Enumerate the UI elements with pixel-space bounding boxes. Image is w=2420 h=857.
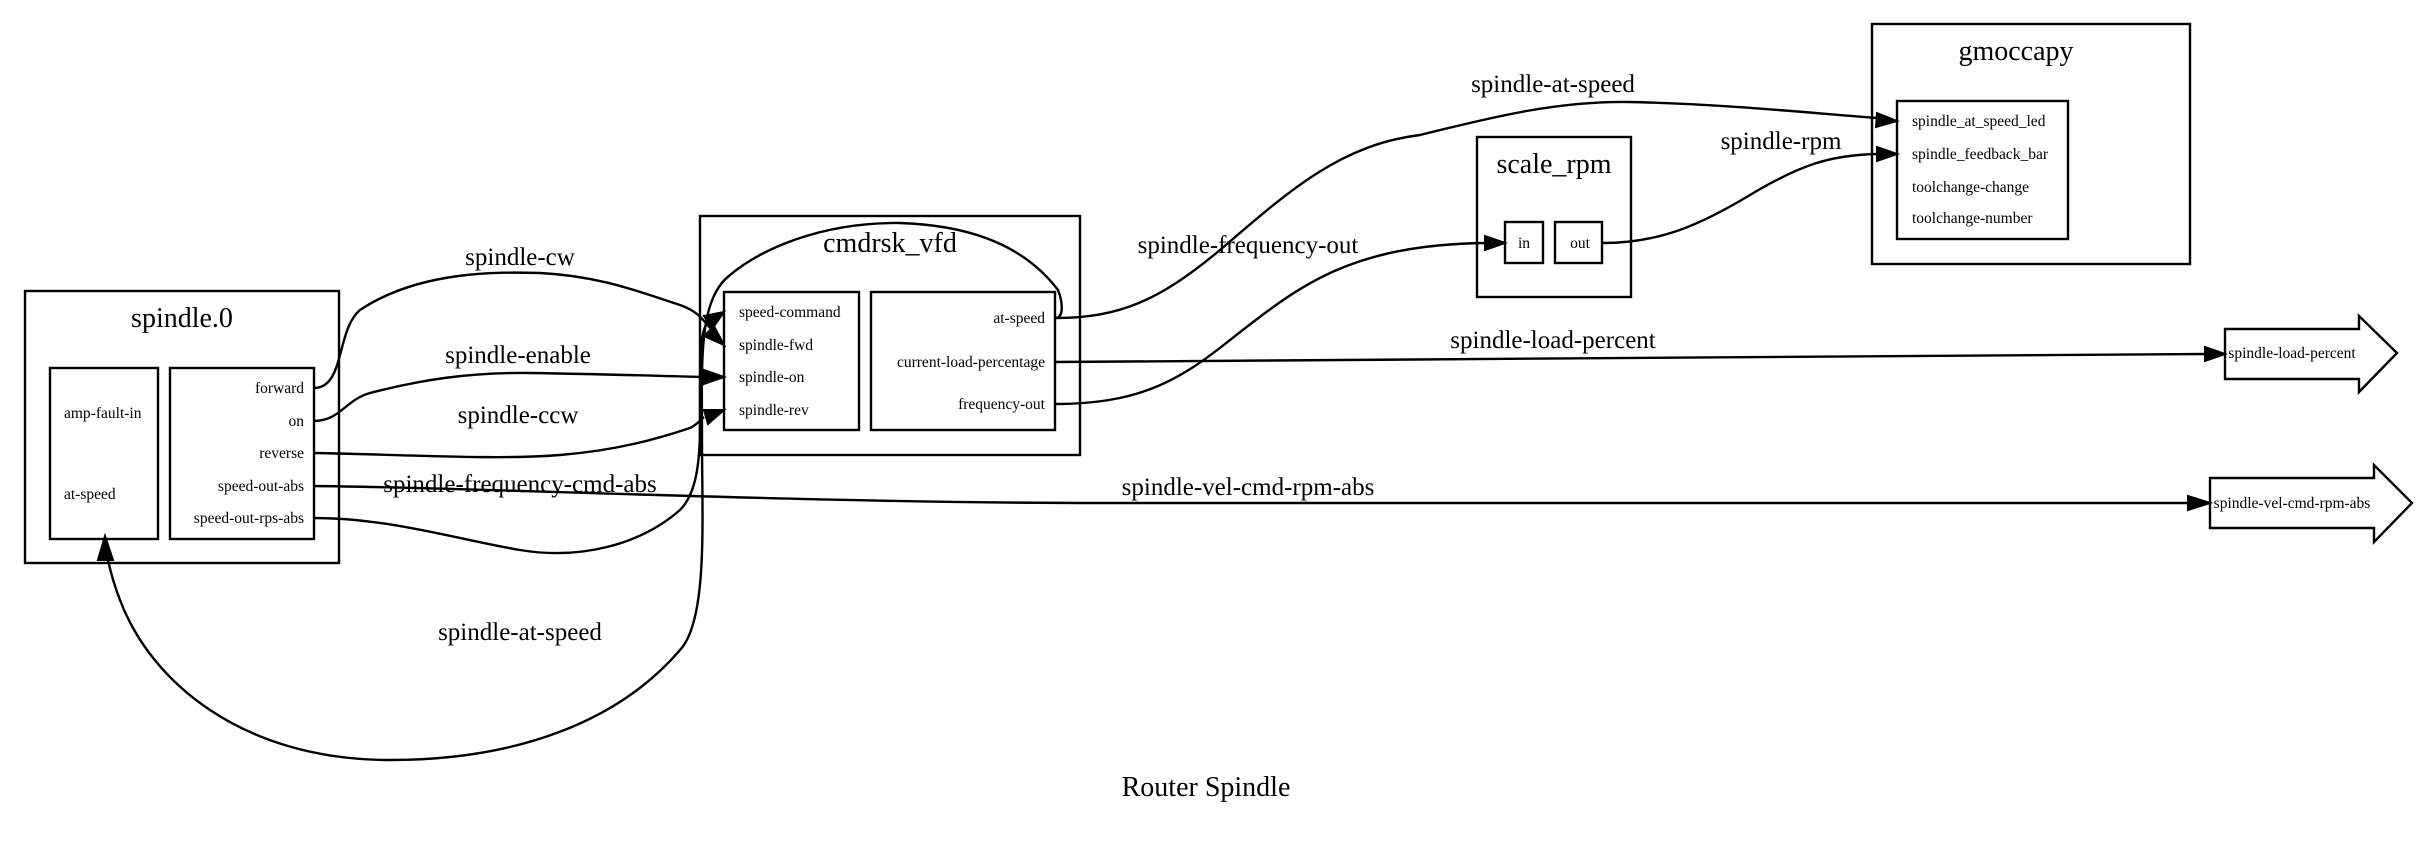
port-spindle-on[interactable]: spindle-on — [739, 369, 805, 386]
port-reverse[interactable]: reverse — [259, 445, 304, 462]
edge-path — [313, 416, 705, 459]
output-arrow-shape — [2208, 462, 2414, 545]
node-box — [1475, 135, 1633, 299]
node-spindle0[interactable]: spindle.0 amp-fault-in at-speed forward … — [23, 289, 341, 565]
edge-path — [313, 371, 705, 423]
node-spindle-vel-cmd-rpm-abs[interactable]: spindle-vel-cmd-rpm-abs — [2208, 462, 2414, 545]
input-ports-box — [1503, 220, 1545, 265]
port-spindle-rev[interactable]: spindle-rev — [739, 402, 809, 419]
port-toolchange-number[interactable]: toolchange-number — [1912, 210, 2033, 227]
output-ports-box — [869, 290, 1057, 432]
node-title: scale_rpm — [1496, 149, 1611, 180]
graph-title: Router Spindle — [1122, 772, 1291, 803]
edge-path — [1601, 152, 1878, 245]
output-ports-box — [168, 366, 316, 541]
arrowhead-icon — [1876, 145, 1901, 163]
port-spindle-feedback-bar[interactable]: spindle_feedback_bar — [1912, 146, 2049, 163]
edge-spindle-cw[interactable]: spindle-cw — [313, 244, 727, 390]
port-current-load-percentage[interactable]: current-load-percentage — [897, 354, 1045, 371]
edge-label: spindle-cw — [465, 244, 575, 271]
output-label: spindle-vel-cmd-rpm-abs — [2214, 495, 2371, 512]
edge-path — [313, 484, 2190, 505]
edge-spindle-rpm[interactable]: spindle-rpm — [1601, 128, 1901, 245]
edge-path — [104, 221, 1063, 762]
arrowhead-icon — [2187, 494, 2214, 512]
edge-label: spindle-load-percent — [1450, 327, 1656, 354]
port-amp-fault-in[interactable]: amp-fault-in — [64, 405, 142, 422]
edge-label: spindle-rpm — [1721, 128, 1842, 155]
input-ports-box — [722, 290, 861, 432]
node-scale-rpm[interactable]: scale_rpm in out — [1475, 135, 1633, 299]
node-spindle-load-percent[interactable]: spindle-load-percent — [2223, 313, 2399, 395]
port-on[interactable]: on — [289, 413, 305, 430]
arrowhead-icon — [703, 368, 728, 386]
input-ports-box — [48, 366, 160, 541]
port-toolchange-change[interactable]: toolchange-change — [1912, 179, 2029, 196]
port-forward[interactable]: forward — [255, 380, 304, 397]
edge-label: spindle-at-speed — [1471, 71, 1635, 98]
node-title: cmdrsk_vfd — [823, 228, 957, 259]
node-title: gmoccapy — [1958, 36, 2073, 67]
edge-path — [1054, 241, 1486, 406]
edge-spindle-vel-cmd-rpm-abs[interactable]: spindle-vel-cmd-rpm-abs — [313, 474, 2214, 512]
edge-path — [1054, 352, 2206, 364]
edge-label: spindle-at-speed — [438, 619, 602, 646]
port-speed-command[interactable]: speed-command — [739, 304, 841, 321]
output-ports-box — [1553, 220, 1604, 265]
arrowhead-icon — [96, 532, 115, 561]
edge-label: spindle-ccw — [458, 402, 579, 429]
port-at-speed[interactable]: at-speed — [993, 310, 1045, 327]
edge-path — [1054, 100, 1878, 320]
edge-label: spindle-enable — [445, 342, 591, 369]
node-title: spindle.0 — [131, 303, 233, 334]
node-cmdrsk-vfd[interactable]: cmdrsk_vfd speed-command spindle-fwd spi… — [698, 214, 1082, 457]
edge-spindle-load-percent[interactable]: spindle-load-percent — [1054, 327, 2229, 364]
edge-path — [313, 271, 713, 390]
arrowhead-icon — [702, 324, 727, 348]
edge-spindle-ccw[interactable]: spindle-ccw — [313, 402, 727, 459]
arrowhead-icon — [702, 409, 727, 426]
arrowhead-icon — [1874, 111, 1901, 129]
input-ports-box — [1895, 99, 2070, 241]
node-gmoccapy[interactable]: gmoccapy spindle_at_speed_led spindle_fe… — [1870, 22, 2192, 266]
output-arrow-shape — [2223, 313, 2399, 395]
port-frequency-out[interactable]: frequency-out — [958, 396, 1046, 413]
arrowhead-icon — [2204, 345, 2229, 363]
edge-label: spindle-frequency-out — [1138, 232, 1359, 259]
port-out[interactable]: out — [1570, 235, 1591, 252]
port-in[interactable]: in — [1518, 235, 1530, 252]
edge-path — [313, 321, 709, 555]
port-spindle-fwd[interactable]: spindle-fwd — [739, 337, 813, 354]
port-speed-out-abs[interactable]: speed-out-abs — [218, 478, 304, 495]
edge-spindle-frequency-out[interactable]: spindle-frequency-out — [1054, 232, 1509, 406]
port-at-speed[interactable]: at-speed — [64, 486, 116, 503]
edge-spindle-at-speed[interactable]: spindle-at-speed — [1054, 71, 1901, 320]
arrowhead-icon — [1484, 234, 1509, 252]
edge-label: spindle-vel-cmd-rpm-abs — [1122, 474, 1375, 501]
edge-spindle-at-speed-loop[interactable]: spindle-at-speed — [96, 221, 1063, 762]
arrowhead-icon — [702, 310, 727, 331]
port-speed-out-rps-abs[interactable]: speed-out-rps-abs — [194, 510, 304, 527]
port-spindle-at-speed-led[interactable]: spindle_at_speed_led — [1912, 113, 2046, 130]
edge-spindle-enable[interactable]: spindle-enable — [313, 342, 728, 423]
output-label: spindle-load-percent — [2228, 345, 2356, 362]
